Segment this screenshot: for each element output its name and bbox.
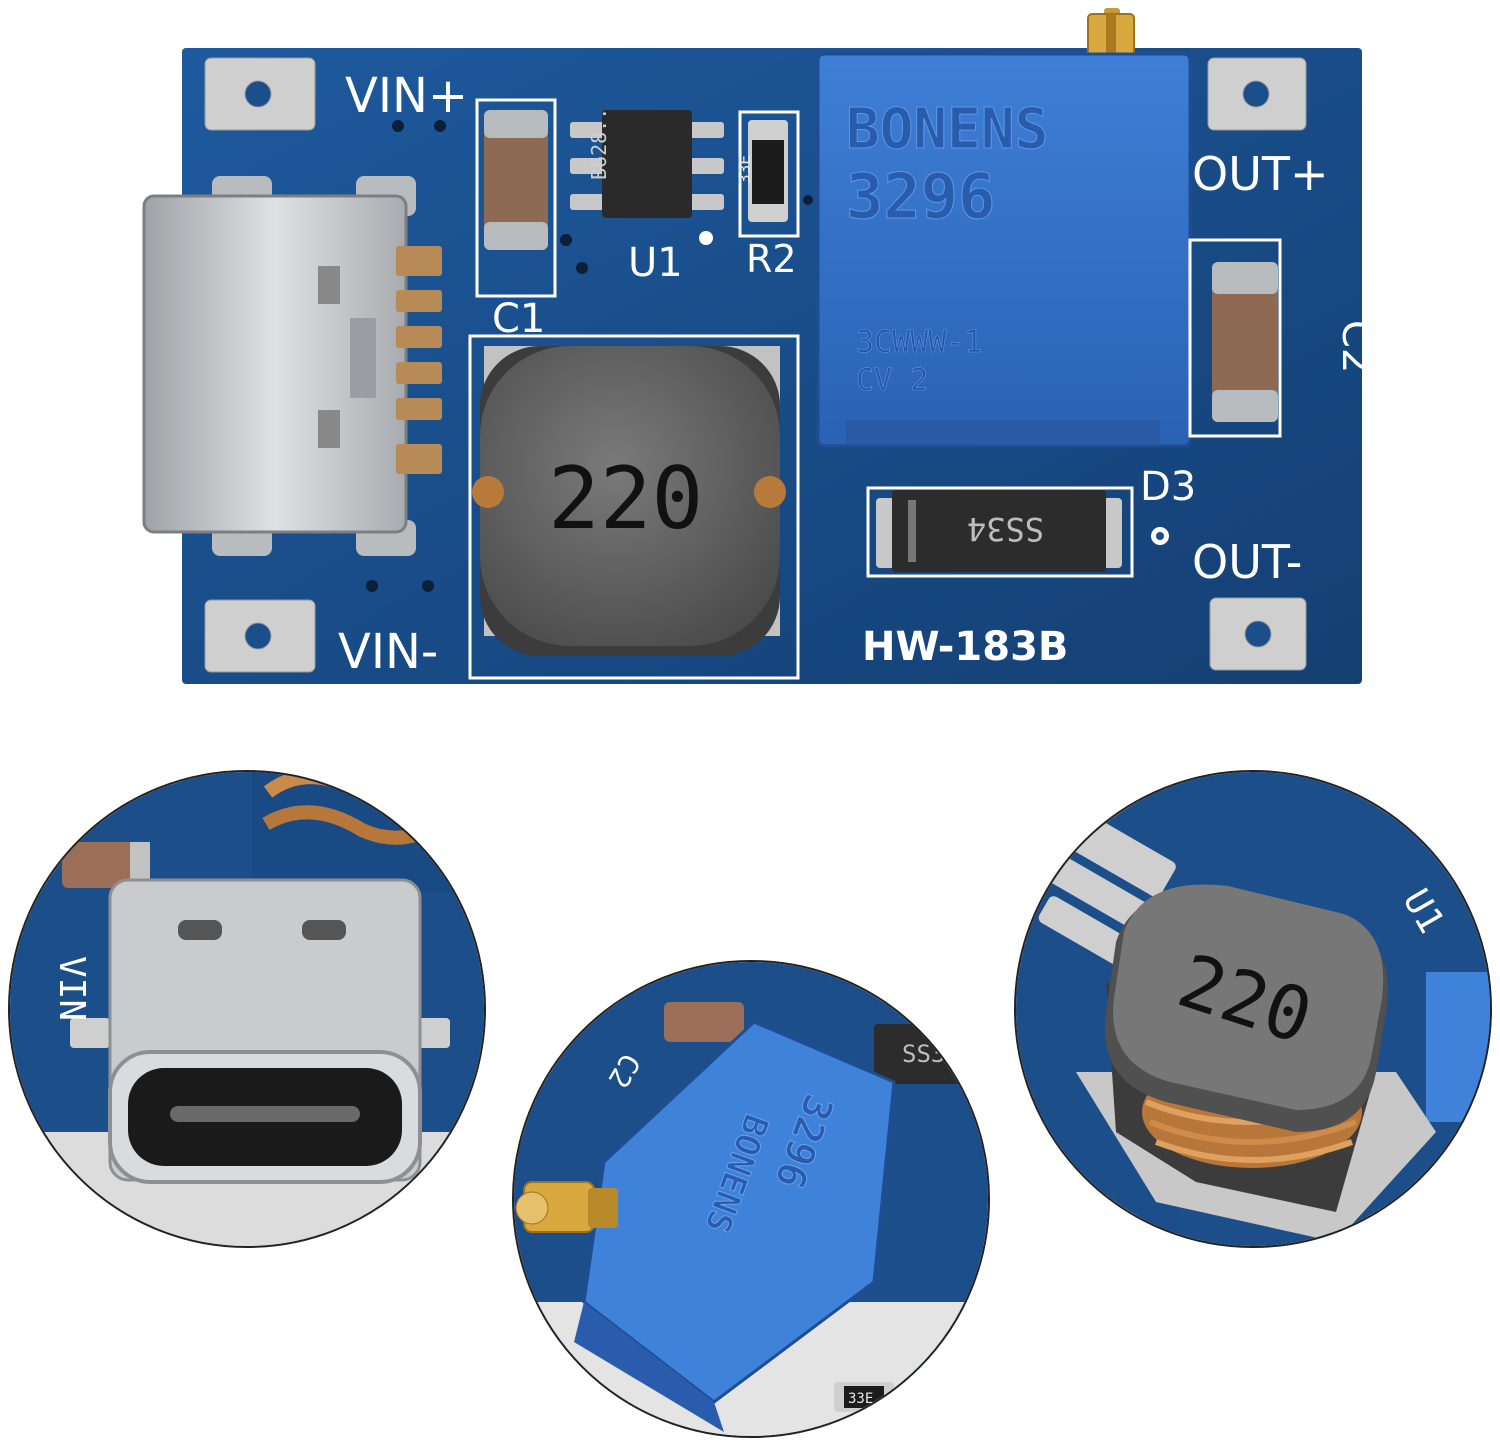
ic-u1: B628..: [570, 108, 724, 218]
svg-text:CV 2: CV 2: [856, 363, 928, 398]
label-vin-minus: VIN-: [338, 624, 438, 680]
inductor-220: 220: [472, 346, 786, 656]
svg-text:VIN: VIN: [51, 956, 92, 1021]
closeup-trimpot: C2 SS34 3296 BONENS R2 33E: [512, 960, 990, 1438]
closeup-usb-c: VIN: [8, 770, 486, 1248]
svg-text:3296: 3296: [846, 160, 995, 233]
svg-text:33E: 33E: [735, 155, 754, 184]
mounting-pads: [204, 57, 1307, 673]
capacitor-c2: [1212, 262, 1278, 422]
svg-text:33E: 33E: [848, 1391, 873, 1407]
ref-r2: R2: [746, 237, 797, 281]
ref-u1: U1: [628, 240, 683, 286]
svg-text:SS34: SS34: [967, 510, 1044, 548]
resistor-r2: 33E: [735, 120, 788, 222]
main-board-photo: VIN+ VIN- OUT+ OUT- C1: [142, 8, 1379, 684]
trimpot-3296: BONENS 3296 3CWWW-1 CV 2: [816, 8, 1192, 448]
capacitor-c1: [484, 110, 548, 250]
label-out-plus: OUT+: [1192, 147, 1329, 201]
label-out-minus: OUT-: [1192, 535, 1302, 589]
board-model-label: HW-183B: [862, 624, 1068, 670]
ref-c2: C2: [1333, 320, 1379, 373]
svg-text:SS34: SS34: [902, 1040, 960, 1068]
label-vin-plus: VIN+: [345, 68, 468, 124]
closeup-inductor: U1 220: [1014, 770, 1492, 1248]
usb-c-connector: [142, 176, 442, 556]
svg-text:BONENS: BONENS: [846, 97, 1048, 162]
ref-d3: D3: [1140, 464, 1196, 510]
svg-text:3CWWW-1: 3CWWW-1: [856, 325, 982, 360]
svg-text:220: 220: [548, 449, 703, 549]
diode-d3: SS34: [876, 490, 1122, 572]
ref-c1: C1: [492, 296, 545, 342]
svg-text:B628..: B628..: [587, 108, 611, 180]
